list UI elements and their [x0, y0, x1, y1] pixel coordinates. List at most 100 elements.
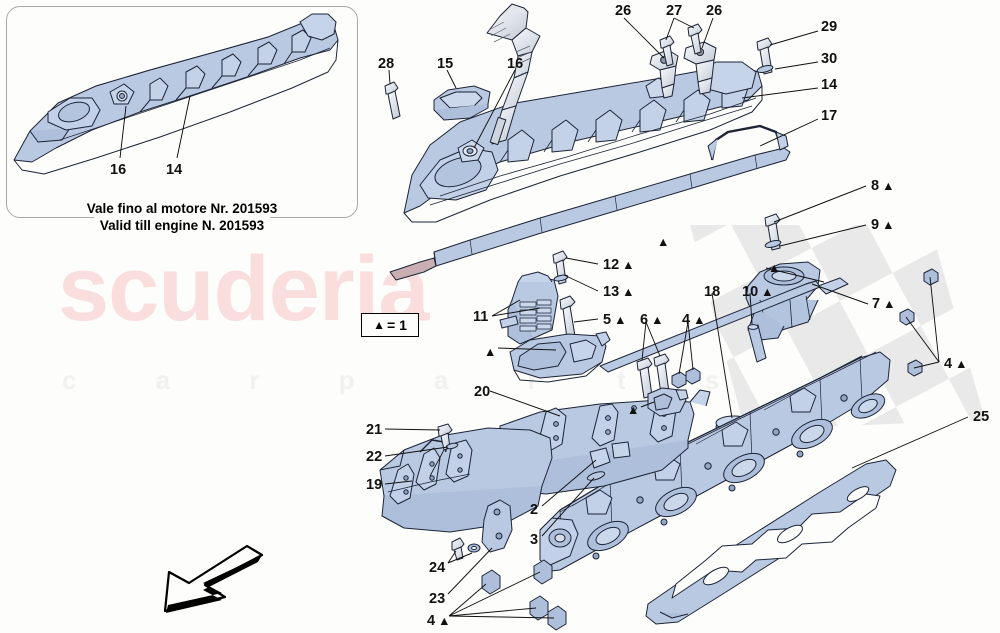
callout-6-triangle: 6▲: [640, 313, 663, 328]
callout-4-triangle: 4▲: [427, 614, 450, 629]
callout-14: 14: [821, 78, 837, 93]
cover-gasket-art: [433, 124, 791, 267]
callout-16: 16: [507, 57, 523, 72]
callout-number: 14: [821, 77, 838, 93]
callout-2: 2: [530, 503, 538, 518]
quantity-triangle-icon: ▲: [614, 313, 627, 327]
callout-17: 17: [821, 109, 837, 124]
callout-number: 26: [615, 3, 632, 19]
bolt-28-art: [384, 81, 401, 120]
cylinder-head-cover-art: [403, 61, 763, 223]
nut-4g-art: [533, 559, 553, 585]
callout-24: 24: [429, 561, 445, 576]
inset-caption-line-1: Vale fino al motore Nr. 201593: [80, 200, 284, 217]
callout-number: 20: [474, 384, 491, 400]
callout-number: 25: [973, 409, 990, 425]
intake-flange-art: [745, 261, 849, 341]
bearing-cap-art: [509, 331, 611, 383]
callout-number: 18: [704, 284, 721, 300]
oil-cap-art: [433, 85, 491, 121]
cam-cap-small-art: [647, 387, 689, 417]
quantity-triangle-icon: ▲: [761, 285, 774, 299]
quantity-triangle-icon: ▲: [622, 258, 635, 272]
dowel-3-art: [586, 471, 606, 481]
legend-triangle-equals-one: ▲ = 1: [361, 313, 419, 337]
quantity-triangle-icon: ▲: [693, 313, 706, 327]
callout-number: 26: [706, 3, 723, 19]
callout-number: 22: [366, 449, 383, 465]
nut-4i-art: [547, 605, 567, 631]
dowel-10-art: [747, 324, 767, 363]
quantity-triangle-icon: ▲: [622, 285, 635, 299]
callout-18: 18: [704, 285, 720, 300]
quantity-triangle-icon: ▲: [882, 218, 895, 232]
quantity-triangle-icon: ▲: [882, 179, 895, 193]
legend-triangle-icon: ▲: [373, 318, 386, 332]
bolt-6a-art: [636, 357, 653, 399]
inset-caption-line-2: Valid till engine N. 201593: [93, 217, 271, 234]
legend-equals-text: = 1: [387, 317, 407, 333]
inset-camshaft-cover-art: [13, 13, 339, 175]
callout-10-triangle: 10▲: [742, 285, 774, 300]
callout-number: 17: [821, 108, 838, 124]
callout-26: 26: [706, 4, 722, 19]
callout-13-triangle: 13▲: [603, 285, 635, 300]
leader-lines: [384, 17, 969, 619]
inset-frame: [6, 6, 358, 218]
callout-number: 15: [437, 56, 454, 72]
callout-28: 28: [378, 57, 394, 72]
callout-number: 27: [666, 3, 683, 19]
head-gasket-art: [645, 459, 897, 625]
callout-number: 30: [821, 51, 838, 67]
quantity-triangle-icon: ▲: [883, 297, 896, 311]
callout-number: 24: [429, 560, 446, 576]
nut-4d-art: [923, 268, 939, 286]
quantity-triangle-icon: ▲: [484, 345, 497, 359]
callout-5-triangle: 5▲: [603, 313, 626, 328]
callout-number: 19: [366, 477, 383, 493]
callout-23: 23: [429, 592, 445, 607]
nut-4b-art: [685, 367, 701, 385]
chain-tensioner-art: [499, 271, 559, 345]
callout-4-triangle: 4▲: [682, 313, 705, 328]
nut-4f-art: [481, 569, 501, 595]
callout-number: 28: [378, 56, 395, 72]
callout-25: 25: [973, 410, 989, 425]
nut-4a-art: [671, 371, 687, 389]
callout-19: 19: [366, 478, 382, 493]
callout-8-triangle: 8▲: [871, 179, 894, 194]
callout-number: 11: [473, 309, 489, 325]
callout-number: 7: [872, 296, 881, 312]
quantity-triangle-icon: ▲: [438, 614, 451, 628]
dowel-7-art: [599, 280, 821, 373]
sensor-26b-art: [683, 41, 717, 95]
washer-24-art: [467, 543, 481, 553]
quantity-triangle-icon: ▲: [955, 357, 968, 371]
washer-30-art: [756, 65, 774, 73]
quantity-triangle-icon: ▲: [651, 313, 664, 327]
bolt-24-art: [451, 537, 465, 561]
orientation-arrow: [163, 544, 264, 613]
callout-number: 3: [530, 532, 539, 548]
quantity-triangle-icon: ▲: [768, 261, 781, 275]
bolt-6b-art: [653, 353, 670, 395]
callout-number: 5: [603, 312, 612, 328]
ignition-coil-art: [486, 3, 541, 146]
callout-22: 22: [366, 450, 382, 465]
bolt-27a-art: [659, 35, 675, 67]
callout-number: 23: [429, 591, 446, 607]
inset-callout-16: 16: [110, 162, 127, 178]
inset-caption: Vale fino al motore Nr. 201593 Valid til…: [6, 200, 358, 234]
callout-12-triangle: 12▲: [603, 258, 635, 273]
callout-9-triangle: 9▲: [871, 218, 894, 233]
callout-number: 9: [871, 217, 880, 233]
callout-21: 21: [366, 423, 382, 438]
callout-26: 26: [615, 4, 631, 19]
bolt-5-art: [559, 295, 576, 339]
heat-shield-19-art: [379, 427, 553, 533]
callout-number: 12: [603, 257, 620, 273]
callout-number: 4: [427, 613, 436, 629]
gasket-tail-art: [389, 257, 437, 281]
